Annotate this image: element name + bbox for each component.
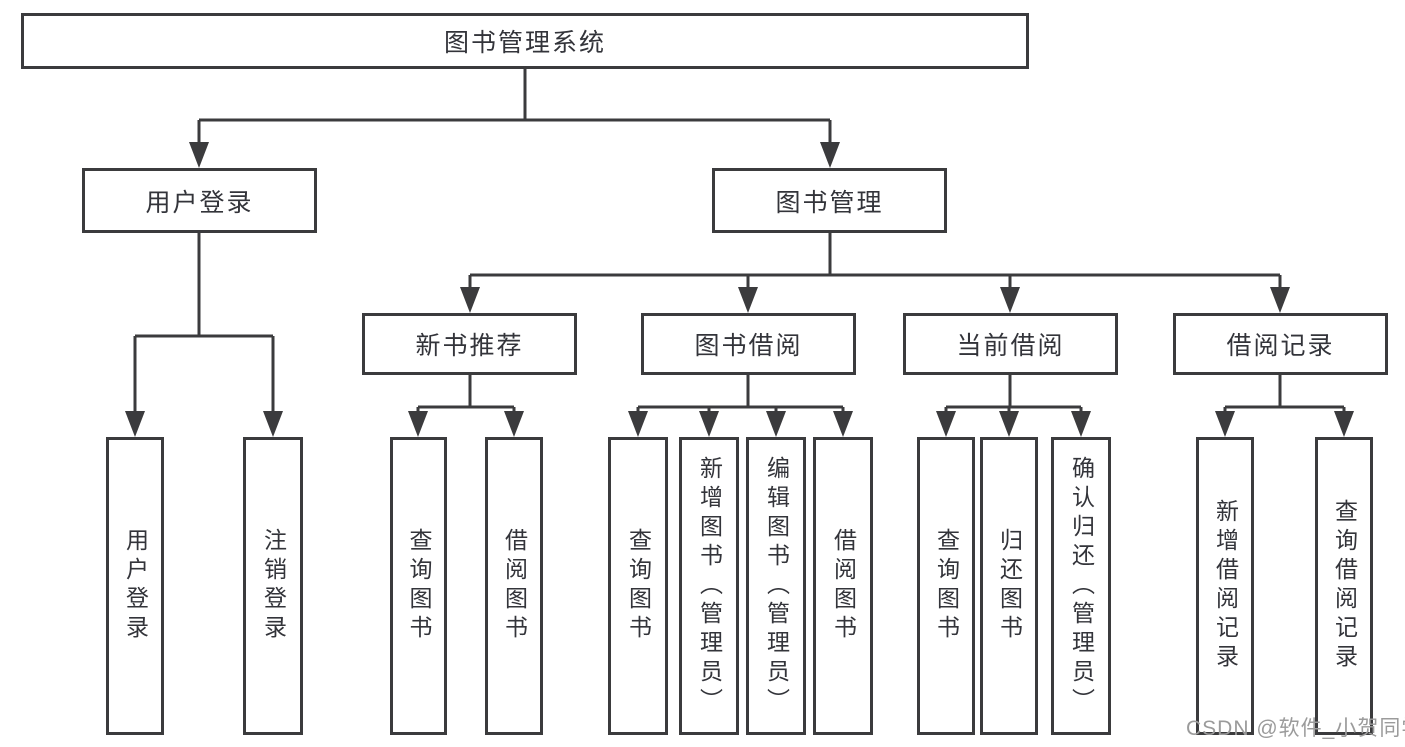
- leaf-borrow-books-2: 借阅图书: [813, 437, 873, 735]
- node-book-borrowing: 图书借阅: [641, 313, 856, 375]
- node-book-management: 图书管理: [712, 168, 947, 233]
- node-borrowing-records: 借阅记录: [1173, 313, 1388, 375]
- leaf-logout: 注销登录: [243, 437, 303, 735]
- leaf-query-borrow-record: 查询借阅记录: [1315, 437, 1373, 735]
- leaf-return-book: 归还图书: [980, 437, 1038, 735]
- leaf-confirm-return-admin: 确认归还（管理员）: [1051, 437, 1111, 735]
- leaf-add-book-admin: 新增图书（管理员）: [679, 437, 739, 735]
- node-new-book-recommend: 新书推荐: [362, 313, 577, 375]
- leaf-query-books-2: 查询图书: [608, 437, 668, 735]
- leaf-add-borrow-record: 新增借阅记录: [1196, 437, 1254, 735]
- node-user-login: 用户登录: [82, 168, 317, 233]
- leaf-edit-book-admin: 编辑图书（管理员）: [746, 437, 806, 735]
- node-library-management-system: 图书管理系统: [21, 13, 1029, 69]
- leaf-user-login: 用户登录: [106, 437, 164, 735]
- leaf-query-books-3: 查询图书: [917, 437, 975, 735]
- csdn-watermark: CSDN @软件_小贺同学: [1186, 717, 1405, 740]
- leaf-borrow-books: 借阅图书: [485, 437, 543, 735]
- leaf-query-books: 查询图书: [390, 437, 447, 735]
- node-current-borrowing: 当前借阅: [903, 313, 1118, 375]
